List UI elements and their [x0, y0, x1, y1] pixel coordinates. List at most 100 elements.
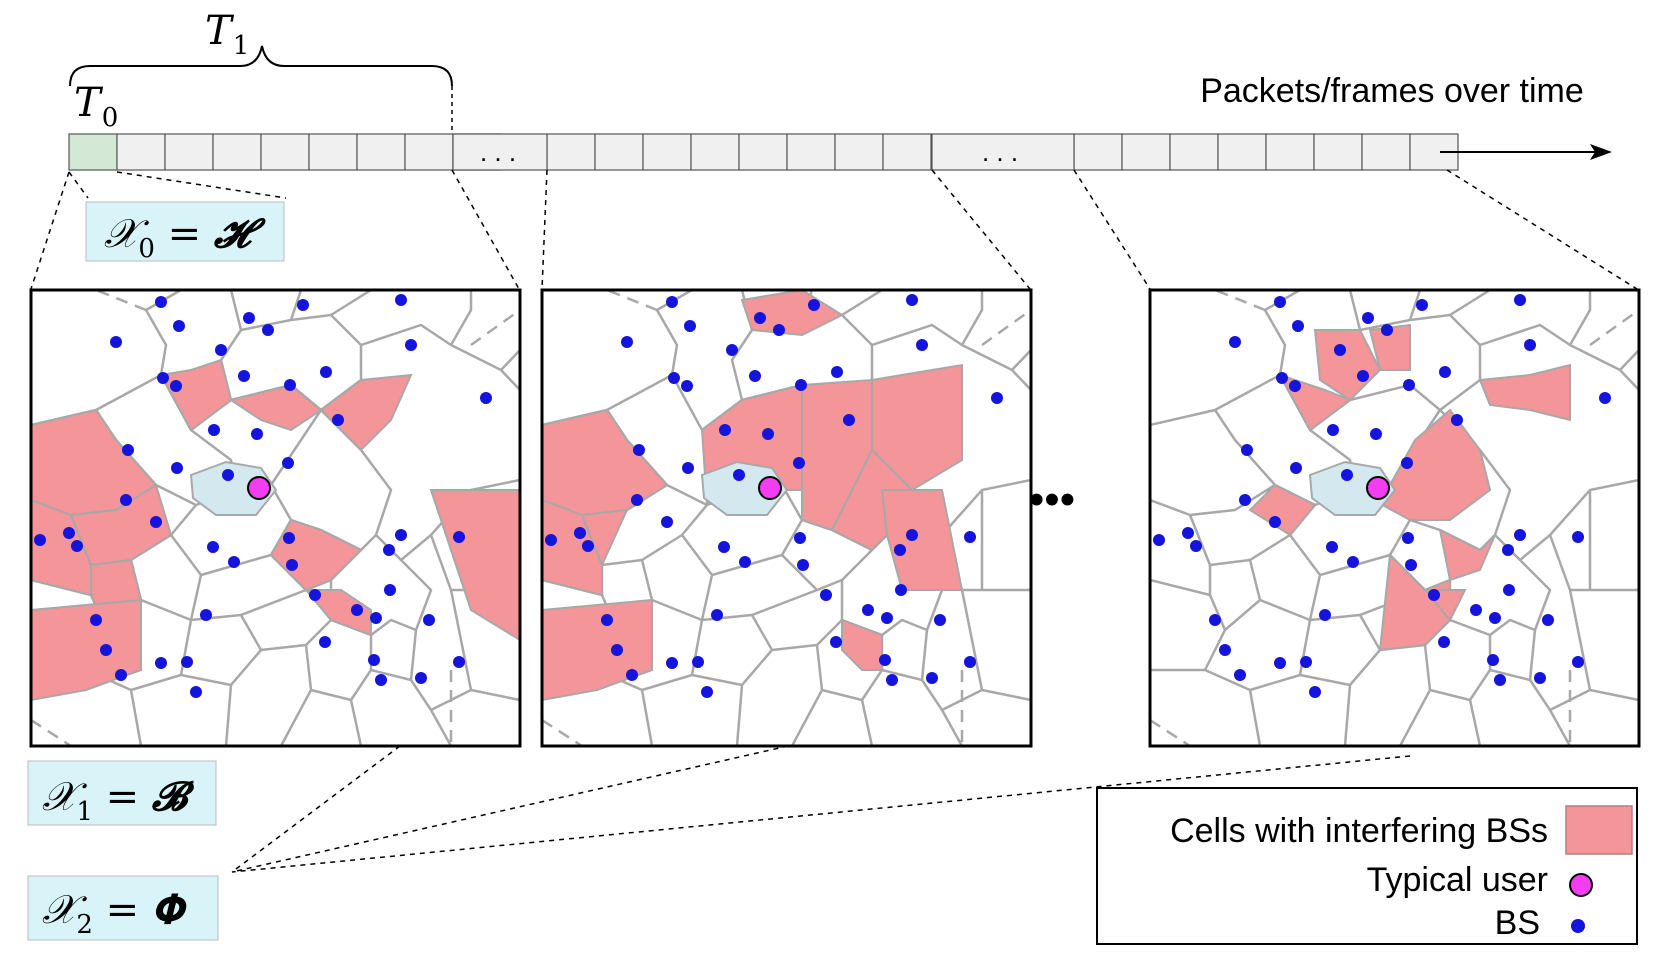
bs-dot [881, 612, 893, 624]
bs-dot [170, 380, 182, 392]
interfering-cell [542, 498, 603, 597]
bs-dot [215, 344, 227, 356]
bs-dot [684, 320, 696, 332]
bs-dot [63, 527, 75, 539]
bs-dot [222, 469, 234, 481]
timeline-cell [738, 133, 788, 171]
interfering-cells [542, 290, 964, 702]
bs-dot [1487, 654, 1499, 666]
bs-dot [668, 372, 680, 384]
bs-dot [795, 379, 807, 391]
bs-dot [415, 672, 427, 684]
timeline-cell [834, 133, 884, 171]
interfering-cell [542, 598, 653, 702]
bs-dot [181, 656, 193, 668]
timeline-cell [786, 133, 836, 171]
bs-dot [423, 614, 435, 626]
bs-dot [762, 428, 774, 440]
timeline-cell [1361, 133, 1411, 171]
label-x2-box [27, 875, 219, 941]
bs-dot [284, 379, 296, 391]
bs-dot [1182, 527, 1194, 539]
bs-dot [1327, 424, 1339, 436]
bs-dot [1241, 444, 1253, 456]
bs-dot [100, 644, 112, 656]
interfering-cell [1368, 323, 1411, 371]
bs-dot [480, 392, 492, 404]
bs-dot [666, 296, 678, 308]
bs-dot [926, 672, 938, 684]
label-x2: 𝒳2 = 𝚽 [27, 875, 219, 941]
bs-dot [831, 366, 843, 378]
timeline-cell [1265, 133, 1315, 171]
bs-dot [1269, 516, 1281, 528]
bs-dot [395, 529, 407, 541]
typical-user-cell [1308, 460, 1397, 516]
bs-dot [297, 299, 309, 311]
bs-dot [1438, 636, 1450, 648]
bs-dot [200, 609, 212, 621]
bs-dot [1451, 414, 1463, 426]
bs-dot [1503, 584, 1515, 596]
bs-dot [207, 541, 219, 553]
bs-dot [34, 534, 46, 546]
bs-dot [190, 686, 202, 698]
bs-dot [1357, 370, 1369, 382]
interfering-cell [1478, 363, 1571, 422]
bs-dot [155, 657, 167, 669]
bs-dot [1542, 614, 1554, 626]
bs-dot [173, 320, 185, 332]
timeline-cell [404, 133, 454, 171]
bs-dot [1524, 339, 1536, 351]
bs-dot [906, 294, 918, 306]
bs-dot [351, 604, 363, 616]
interfering-cell [871, 363, 963, 492]
bs-dot [934, 614, 946, 626]
interfering-cell [319, 373, 413, 452]
timeline-cells [68, 133, 1459, 171]
bs-dot [682, 462, 694, 474]
bs-dot [1405, 559, 1417, 571]
timeline-cell [1217, 133, 1267, 171]
bs-dot [621, 336, 633, 348]
bs-dot [626, 669, 638, 681]
bs-dot [633, 444, 645, 456]
bs-dot [611, 644, 623, 656]
bs-dot [1514, 294, 1526, 306]
voronoi-panel-2 [540, 288, 1033, 748]
bs-dot [830, 636, 842, 648]
bs-dot [666, 657, 678, 669]
interfering-cell [1438, 528, 1496, 582]
legend-interfering-label: Cells with interfering BSs [1170, 812, 1548, 850]
label-x1: 𝒳1 = 𝓑 [27, 760, 217, 827]
bs-dot [1319, 609, 1331, 621]
bs-dot [1290, 462, 1302, 474]
bs-dot [1229, 336, 1241, 348]
bs-dot [370, 612, 382, 624]
bs-dot [155, 296, 167, 308]
panels-ellipsis: ••• [1029, 475, 1075, 524]
interfering-cell [159, 358, 233, 432]
timeline-cell [594, 133, 644, 171]
bs-dot [1153, 534, 1165, 546]
bs-dot [157, 372, 169, 384]
bs-dot [1347, 556, 1359, 568]
timeline-cell [690, 133, 740, 171]
bs-dot [1572, 656, 1584, 668]
bs-dot [718, 541, 730, 553]
bs-dot [1326, 541, 1338, 553]
bs-dot [320, 366, 332, 378]
bs-dot [582, 540, 594, 552]
label-x0: 𝒳0 = 𝓗 [85, 201, 285, 264]
interfering-cell [303, 589, 372, 637]
bs-dot [711, 609, 723, 621]
bs-dot [1362, 312, 1374, 324]
bs-dot [171, 462, 183, 474]
interfering-cell [580, 508, 629, 568]
timeline-cell-t0 [68, 133, 118, 171]
legend-bs-label: BS [1495, 904, 1540, 942]
bs-dot [1274, 296, 1286, 308]
bs-dot [1239, 494, 1251, 506]
timeline-cell [308, 133, 358, 171]
timeline-cell [356, 133, 406, 171]
